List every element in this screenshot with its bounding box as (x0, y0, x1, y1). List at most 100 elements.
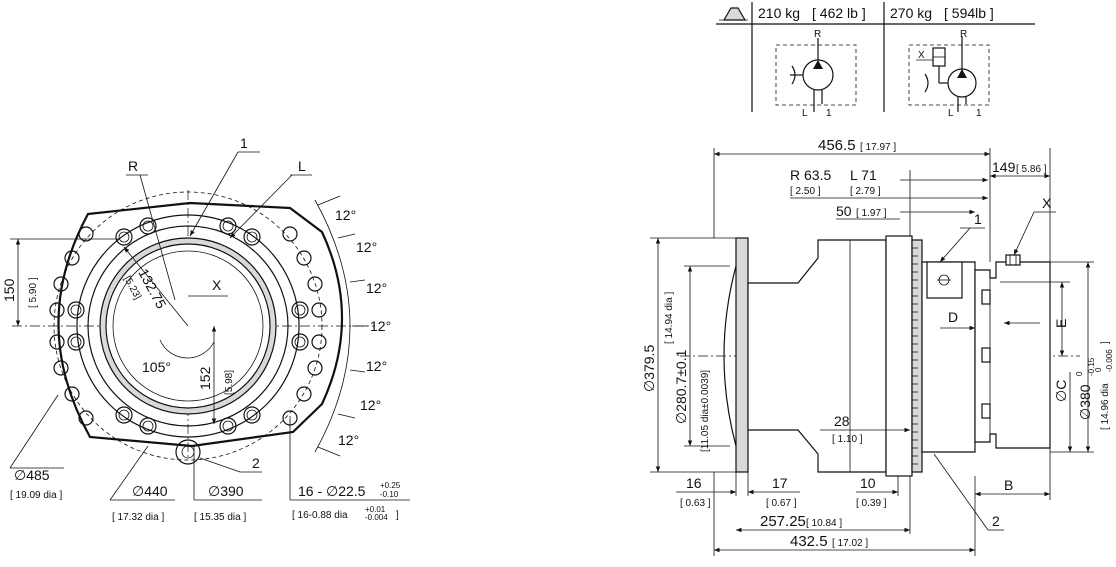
dim-379-5: ∅379.5 (641, 345, 657, 392)
mounting-hole (296, 250, 312, 266)
weight-2-lb: [ 594lb ] (944, 5, 994, 21)
dim-50: 50 (836, 203, 852, 219)
threaded-hole (291, 333, 309, 351)
holes-in-end: ] (396, 510, 399, 521)
dim-380: ∅380 (1077, 384, 1093, 420)
angle-12-c: 12° (366, 280, 387, 296)
hub-body (747, 239, 887, 473)
threaded-hole (243, 406, 261, 424)
hyd1-R: R (814, 29, 821, 40)
holes-spec-in: [ 16-0.88 dia (292, 510, 348, 521)
label-L: L (298, 158, 306, 174)
label-D: D (948, 309, 958, 325)
pilot-ring-inner (87, 225, 289, 427)
pilot-bulge (723, 265, 737, 447)
dim-28: 28 (834, 413, 850, 429)
side-view: 456.5 [ 17.97 ] 149 [ 5.86 ] R 63.5 [ 2.… (641, 137, 1114, 556)
hyd1-L: L (802, 108, 808, 119)
dim-280-7: ∅280.7±0.1 (673, 349, 689, 424)
threaded-hole (115, 228, 133, 246)
mounting-hole (311, 334, 327, 350)
threaded-hole (219, 417, 237, 435)
mounting-hole (307, 276, 323, 292)
threaded-hole (139, 217, 157, 235)
threaded-hole (219, 217, 237, 235)
weight-table: 210 kg [ 462 lb ] 270 kg [ 594lb ] R L 1 (716, 2, 1035, 119)
threaded-hole (67, 301, 85, 319)
dim-380-in-tol-up: 0 (1094, 367, 1103, 372)
mounting-hole (49, 334, 65, 350)
mounting-hole (78, 410, 94, 426)
angle-12-b: 12° (356, 239, 377, 255)
holes-in-tol-dn: -0.004 (365, 513, 388, 522)
threaded-hole-inner (294, 304, 306, 316)
dim-28-in: [ 1.10 ] (832, 434, 863, 445)
threaded-hole-inner (246, 409, 258, 421)
dim-16: 16 (686, 475, 702, 491)
dim-380-in-tol-dn: -0.006 (1105, 349, 1114, 372)
angle-12-a: 12° (335, 207, 356, 223)
dia-440: ∅440 (132, 483, 168, 499)
threaded-hole (115, 406, 133, 424)
mounting-hole (64, 250, 80, 266)
mounting-hole (311, 302, 327, 318)
ring-gear (885, 235, 913, 477)
label-E: E (1053, 319, 1069, 328)
gear-ticks (912, 247, 918, 465)
mounting-holes (49, 217, 327, 435)
dim-379-5-in: [ 14.94 dia ] (664, 292, 675, 344)
side-callout-X: X (1042, 195, 1052, 211)
weight-1-lb: [ 462 lb ] (812, 5, 866, 21)
motor-symbol-2 (908, 36, 990, 112)
callout-1: 1 (240, 135, 248, 151)
dim-280-7-in: [11.05 dia±0.0039] (700, 370, 711, 452)
mounting-hole (78, 226, 94, 242)
angle-ticks (317, 195, 368, 457)
angle-12-e: 12° (366, 358, 387, 374)
angle-12-f: 12° (360, 397, 381, 413)
holes-spec: 16 - ∅22.5 (298, 483, 366, 499)
threaded-hole (291, 301, 309, 319)
holes-tol-up: +0.25 (380, 481, 401, 490)
dia-C: ∅C (1053, 380, 1069, 402)
threaded-hole-inner (118, 231, 130, 243)
threaded-hole-inner (142, 220, 154, 232)
dim-257-25-in: [ 10.84 ] (806, 518, 842, 529)
dim-380-tol-up: 0 (1075, 371, 1084, 376)
hyd2-L: L (948, 108, 954, 119)
dim-149: 149 (992, 159, 1016, 175)
label-X: X (212, 277, 222, 293)
ring-gear-rim (911, 239, 923, 473)
mounting-hole (53, 276, 69, 292)
dim-152-in: [5.98] (224, 370, 235, 395)
dim-L71: L 71 (850, 167, 877, 183)
dim-456-5: 456.5 (818, 137, 856, 154)
dim-380-in: [ 14.96 dia (1100, 383, 1111, 430)
port-2-circle (175, 439, 201, 465)
hyd2-R: R (960, 29, 967, 40)
bore-inner (112, 250, 264, 402)
angle-12-d: 12° (370, 318, 391, 334)
dim-432-5-in: [ 17.02 ] (832, 538, 868, 549)
mounting-hole (53, 360, 69, 376)
callout-2: 2 (252, 455, 260, 471)
threaded-hole (139, 417, 157, 435)
front-view: 12° 12° 12° 12° 12° 12° 12° 1 R L X 132.… (1, 135, 410, 523)
threaded-hole-inner (70, 336, 82, 348)
dim-R63-5: R 63.5 (790, 167, 831, 183)
holes-tol-dn: -0.10 (380, 490, 399, 499)
mounting-hole (64, 386, 80, 402)
dim-152: 152 (197, 366, 213, 390)
dim-257-25: 257.25 (760, 513, 806, 530)
dim-10: 10 (860, 475, 876, 491)
hyd1-1: 1 (826, 108, 832, 119)
dim-50-in: [ 1.97 ] (856, 208, 887, 219)
dim-380-tol-dn: -0.15 (1087, 357, 1096, 376)
motor-symbol-1 (775, 38, 857, 112)
side-callout-1: 1 (974, 211, 982, 227)
threaded-hole-inner (142, 420, 154, 432)
side-callout-2: 2 (992, 513, 1000, 529)
weight-icon (719, 7, 748, 21)
threaded-hole-inner (294, 336, 306, 348)
hyd2-X: X (918, 50, 925, 61)
